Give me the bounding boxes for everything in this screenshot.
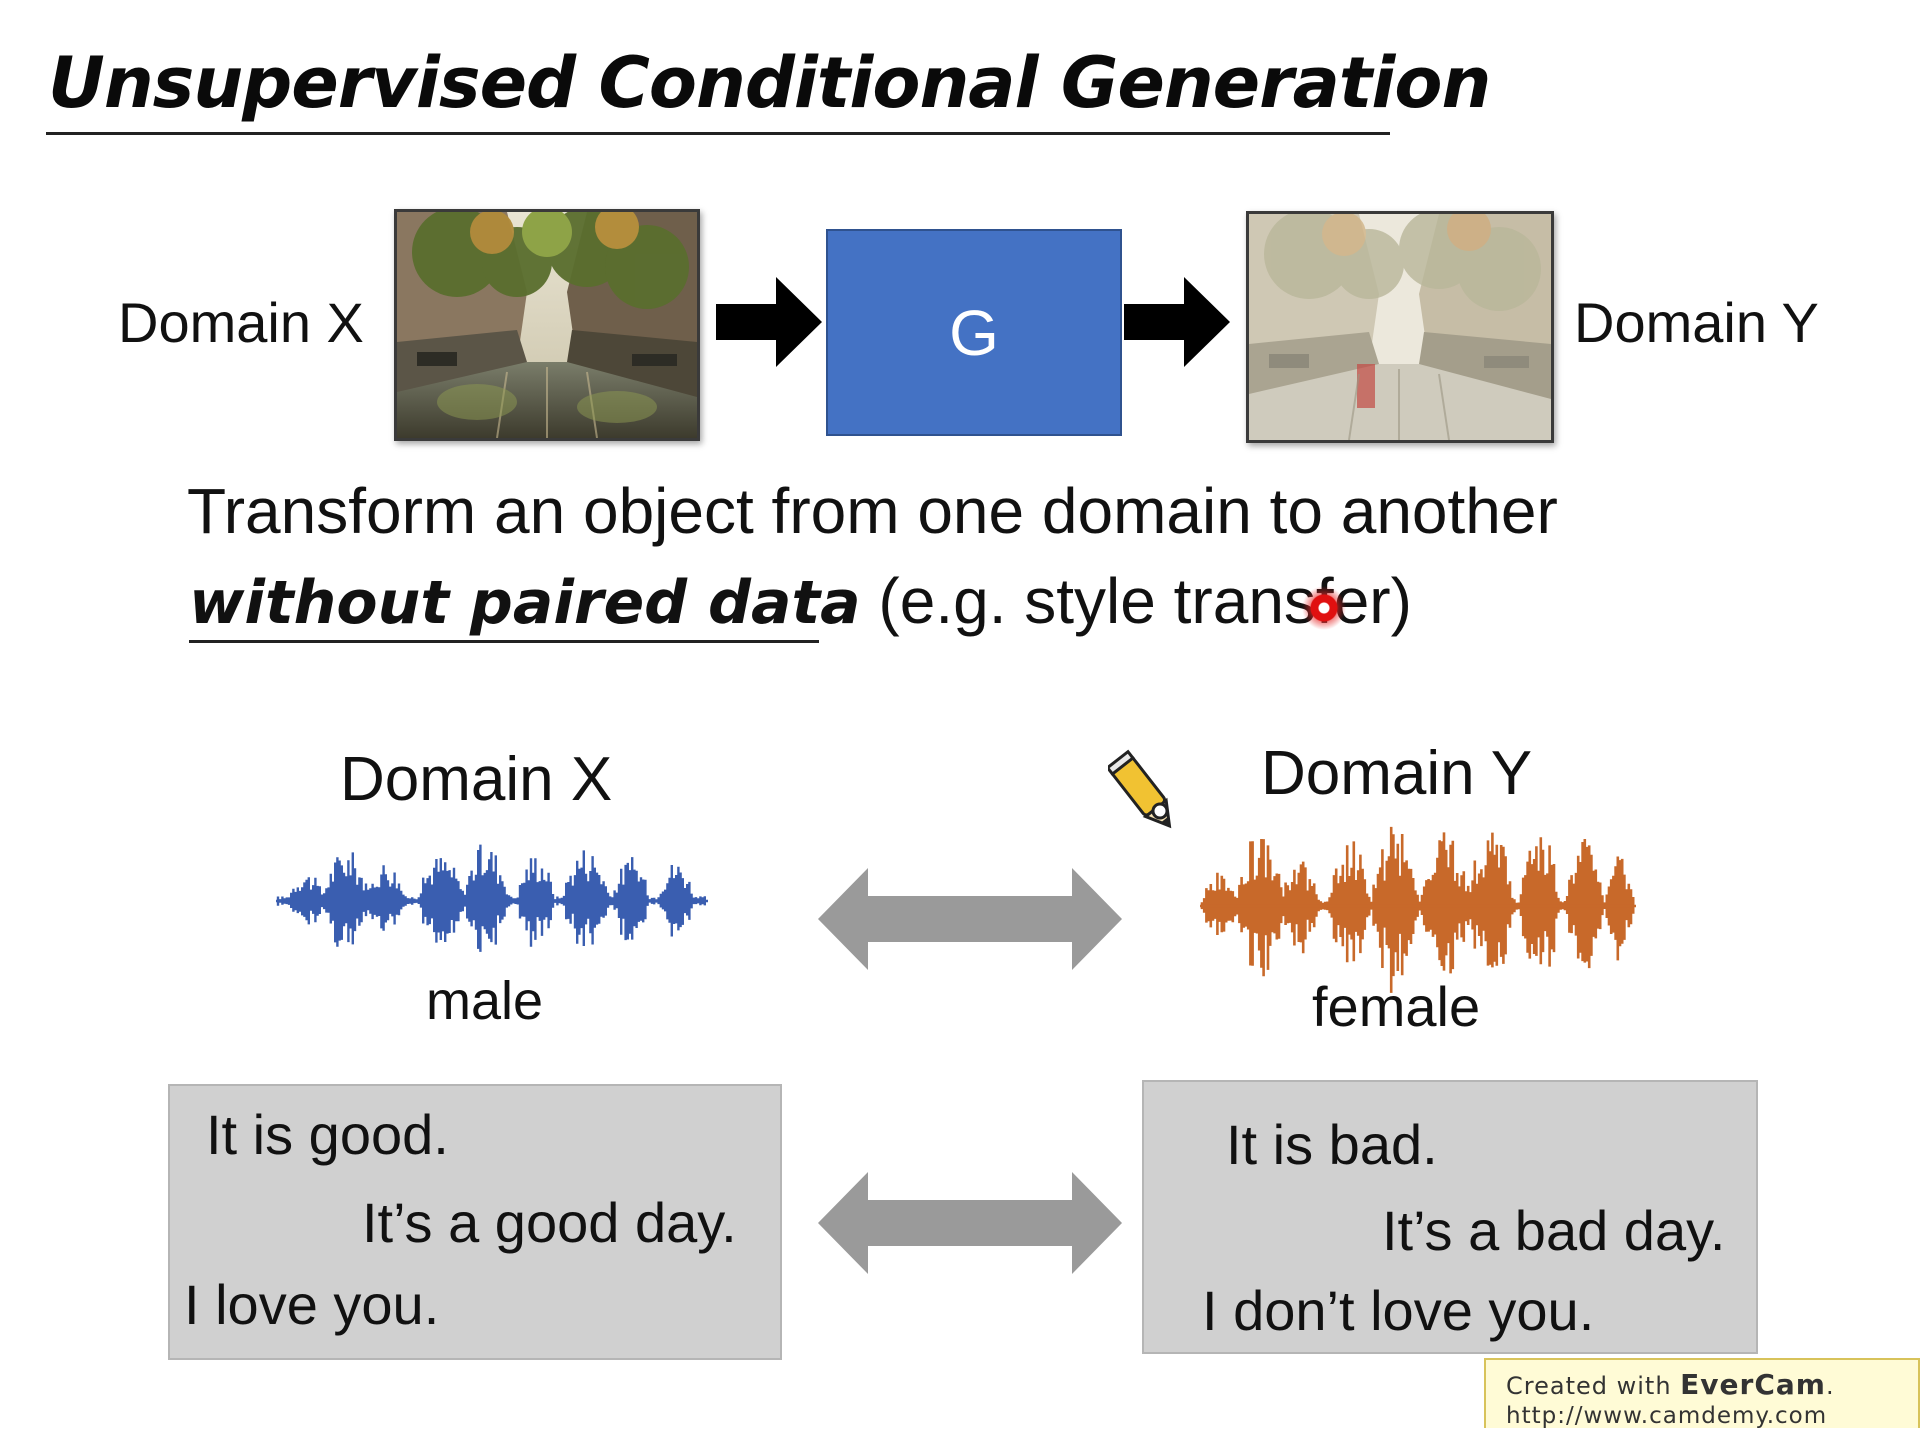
- female-caption: female: [1312, 975, 1481, 1038]
- watermark-line-1: Created with EverCam.: [1506, 1368, 1835, 1401]
- negative-sentence-2: It’s a bad day.: [1382, 1199, 1726, 1262]
- stylized-canal-painting: [1246, 211, 1554, 443]
- male-caption: male: [426, 971, 544, 1031]
- positive-sentences-box: It is good. It’s a good day. I love you.: [168, 1084, 782, 1360]
- pencil-cursor-icon: [1108, 749, 1172, 829]
- description-line-2: without paired data (e.g. style transfer…: [189, 564, 1412, 638]
- negative-sentence-3: I don’t love you.: [1202, 1279, 1595, 1342]
- audio-domain-y-label: Domain Y: [1261, 739, 1533, 808]
- positive-sentence-2: It’s a good day.: [362, 1191, 737, 1254]
- female-waveform: [1200, 826, 1636, 993]
- double-arrow-icon: [818, 868, 1122, 970]
- canal-photo: [394, 209, 700, 441]
- negative-sentence-1: It is bad.: [1226, 1113, 1438, 1176]
- evercam-watermark: Created with EverCam. http://www.camdemy…: [1484, 1358, 1920, 1429]
- slide-title: Unsupervised Conditional Generation: [48, 42, 1491, 124]
- input-domain-label: Domain X: [118, 291, 364, 354]
- positive-sentence-3: I love you.: [184, 1273, 440, 1336]
- arrow-right-icon: [716, 277, 822, 367]
- emphasis-underline: [189, 640, 819, 643]
- negative-sentences-box: It is bad. It’s a bad day. I don’t love …: [1142, 1080, 1758, 1354]
- laser-pointer-icon: [1302, 586, 1346, 630]
- description-line-1: Transform an object from one domain to a…: [187, 475, 1558, 547]
- description-emphasis: without paired data: [189, 568, 861, 638]
- watermark-url: http://www.camdemy.com: [1506, 1403, 1828, 1429]
- male-waveform: [276, 844, 708, 952]
- positive-sentence-1: It is good.: [206, 1103, 449, 1166]
- arrow-right-icon: [1124, 277, 1230, 367]
- title-underline: [46, 132, 1390, 135]
- generator-box: G: [826, 229, 1122, 436]
- output-domain-label: Domain Y: [1574, 291, 1819, 354]
- audio-domain-x-label: Domain X: [340, 745, 613, 814]
- double-arrow-icon: [818, 1172, 1122, 1274]
- generator-label: G: [949, 296, 999, 369]
